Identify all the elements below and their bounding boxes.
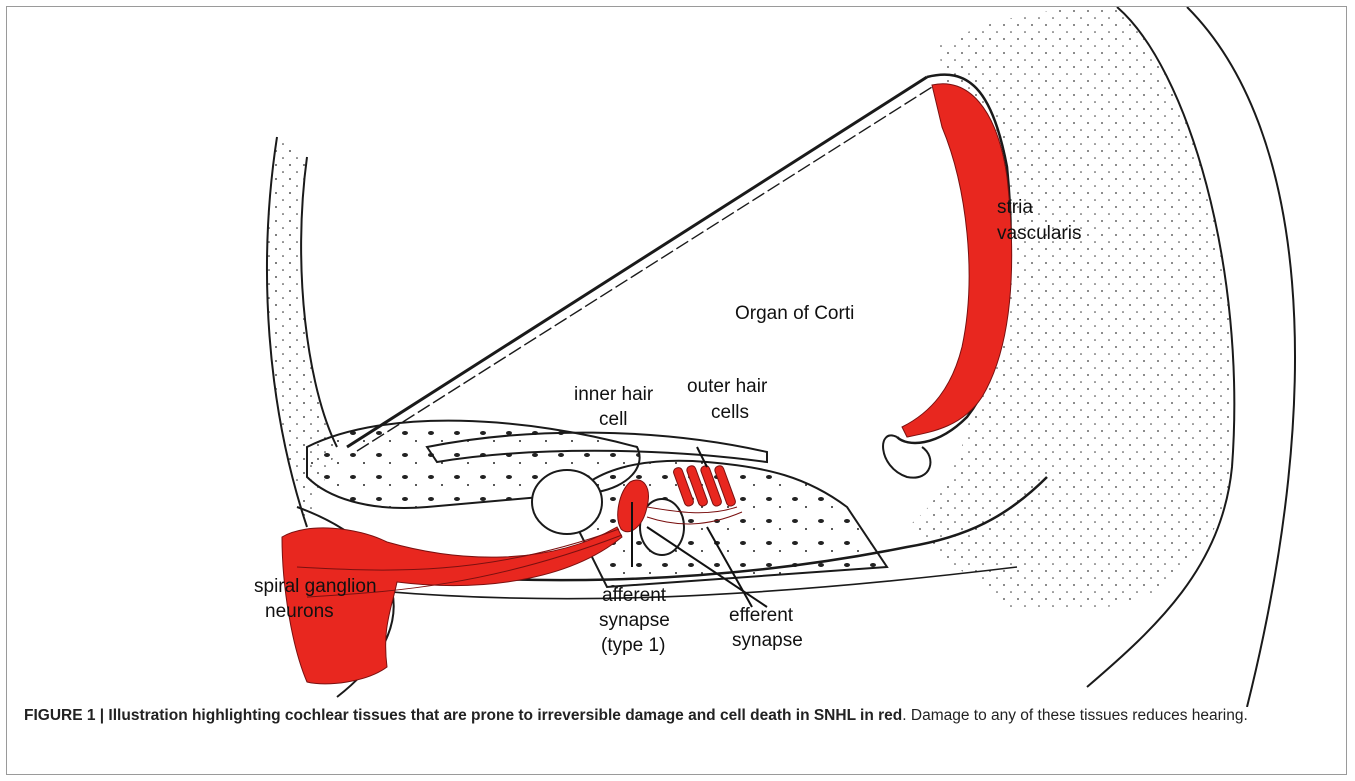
figure-frame: stria vascularis Organ of Corti inner ha… [6, 6, 1347, 775]
label-efferent-1: efferent [729, 605, 794, 626]
label-afferent-1: afferent [602, 585, 667, 606]
label-afferent-2: synapse [599, 610, 670, 631]
label-vascularis: vascularis [997, 223, 1081, 244]
label-inner-hair-1: inner hair [574, 384, 654, 405]
caption-bold: FIGURE 1 | Illustration highlighting coc… [24, 707, 902, 724]
label-afferent-3: (type 1) [601, 635, 665, 656]
tunnel-of-corti [532, 470, 602, 534]
label-outer-hair-2: cells [711, 402, 749, 423]
label-inner-hair-2: cell [599, 409, 628, 430]
label-efferent-2: synapse [732, 630, 803, 651]
label-organ-of-corti: Organ of Corti [735, 303, 854, 324]
label-spiral-1: spiral ganglion [254, 576, 377, 597]
label-spiral-2: neurons [265, 601, 334, 622]
caption-rest: . Damage to any of these tissues reduces… [902, 707, 1248, 724]
figure-caption: FIGURE 1 | Illustration highlighting coc… [24, 704, 1334, 728]
cochlea-diagram: stria vascularis Organ of Corti inner ha… [7, 7, 1348, 707]
label-outer-hair-1: outer hair [687, 376, 768, 397]
label-stria: stria [997, 197, 1033, 218]
